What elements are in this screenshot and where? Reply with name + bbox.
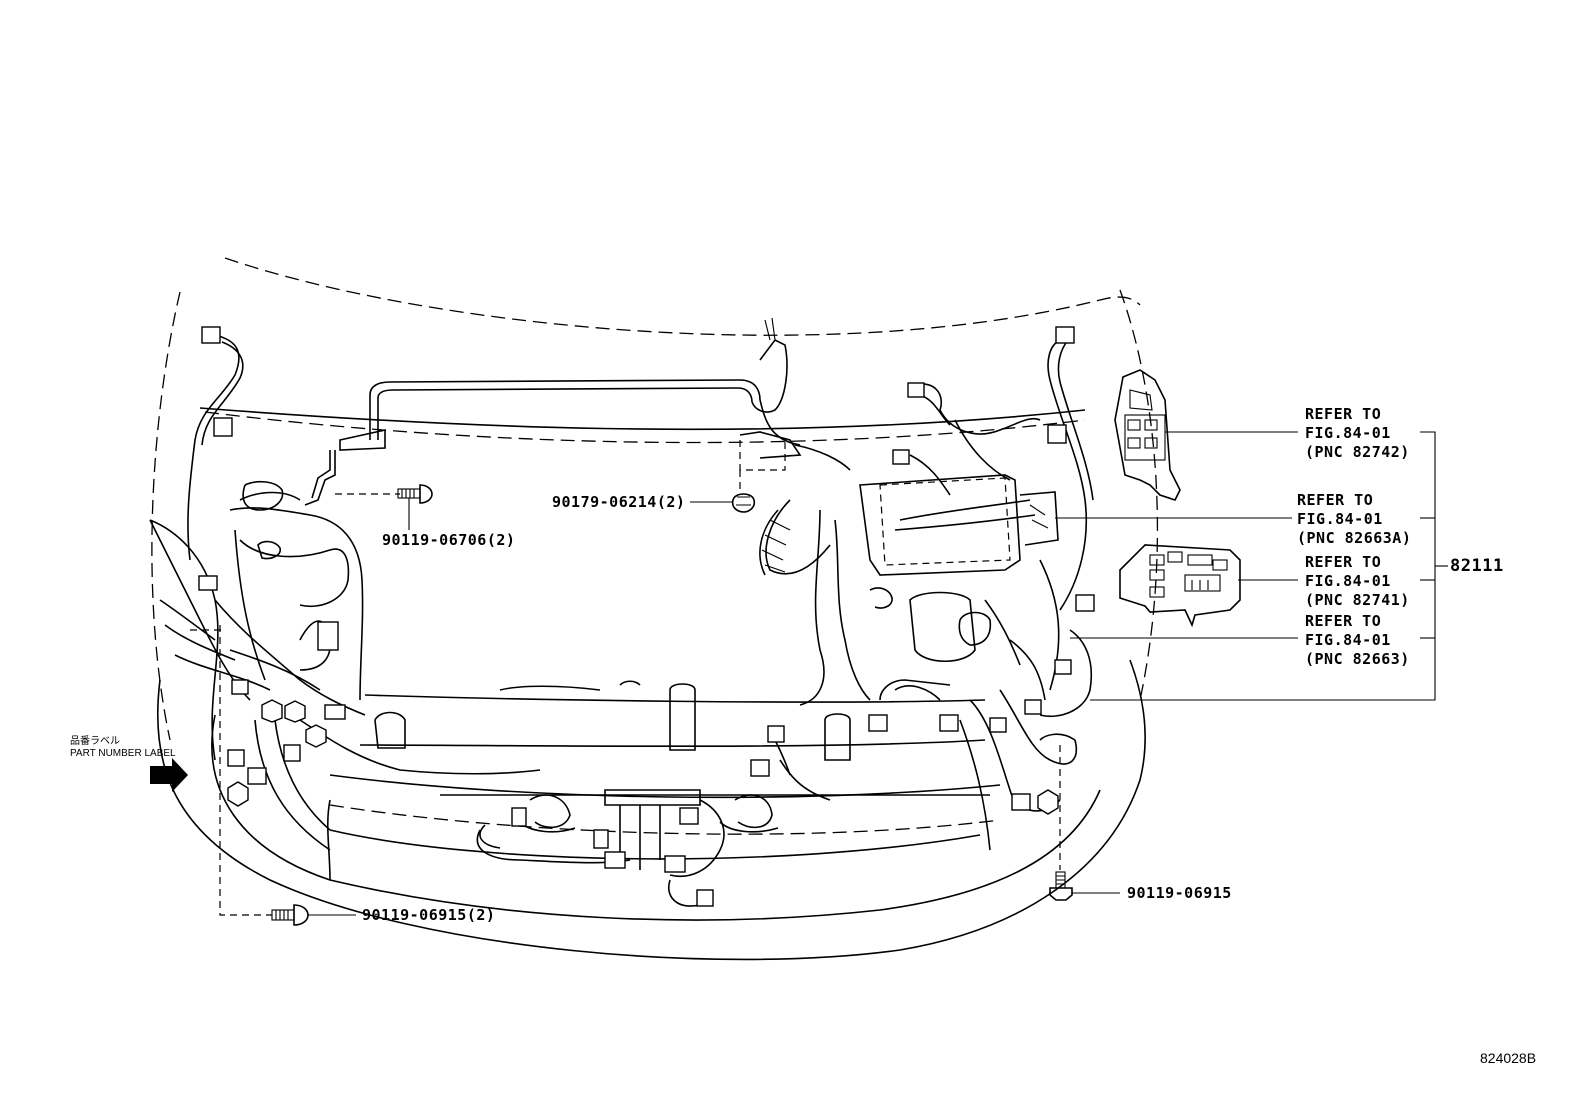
callout-2-line3: (PNC 82663A): [1297, 529, 1411, 547]
connector: [604, 851, 626, 869]
connector: [231, 679, 249, 695]
part-number-label-marker: 品番ラベル PART NUMBER LABEL: [70, 735, 188, 792]
callout-2-line1: REFER TO: [1297, 491, 1373, 509]
callout-1-line2: FIG.84-01: [1305, 424, 1391, 442]
connector: [227, 749, 245, 767]
main-part-number: 82111: [1450, 556, 1504, 576]
connector: [201, 326, 221, 344]
upper-harness: [304, 317, 851, 506]
callout-4-line1: REFER TO: [1305, 612, 1381, 630]
connector: [511, 807, 527, 827]
fuse-block: [1119, 544, 1241, 628]
connector: [1054, 659, 1072, 675]
callout-3-line1: REFER TO: [1305, 553, 1381, 571]
connector: [892, 449, 910, 465]
relay-block: [1114, 369, 1181, 501]
connector: [1024, 699, 1042, 715]
connector: [284, 700, 306, 723]
callout-1: REFER TO FIG.84-01 (PNC 82742): [1305, 405, 1410, 461]
fastener-label-4: 90119-06915: [1127, 884, 1232, 902]
connector: [213, 417, 233, 437]
connector: [696, 889, 714, 907]
connector: [261, 699, 283, 723]
fastener-bolt-lower-left: 90119-06915(2): [190, 625, 495, 926]
connector: [989, 717, 1007, 733]
connector: [593, 829, 609, 849]
callout-4: REFER TO FIG.84-01 (PNC 82663): [1305, 612, 1410, 668]
connector: [227, 781, 249, 807]
connector: [305, 724, 327, 748]
callout-3-line2: FIG.84-01: [1305, 572, 1391, 590]
right-harness: [879, 339, 1094, 851]
connectors: [198, 326, 1095, 907]
connector: [247, 767, 267, 785]
connector: [317, 621, 339, 651]
radiator-hoses: [374, 680, 851, 761]
cross-members: [199, 407, 1086, 860]
callout-3: REFER TO FIG.84-01 (PNC 82741): [1305, 553, 1410, 609]
connector: [750, 759, 770, 777]
connector: [664, 855, 686, 873]
connector: [907, 382, 925, 398]
connector: [324, 704, 346, 720]
connector: [1075, 594, 1095, 612]
part-label-english: PART NUMBER LABEL: [70, 748, 176, 759]
callout-1-line3: (PNC 82742): [1305, 443, 1410, 461]
fastener-label-3: 90119-06915(2): [362, 906, 495, 924]
connector: [939, 714, 959, 732]
connector: [868, 714, 888, 732]
left-harness: [149, 334, 366, 851]
callout-2-line2: FIG.84-01: [1297, 510, 1383, 528]
connector: [1037, 789, 1059, 815]
fastener-bolt-lower-right: 90119-06915: [1049, 745, 1232, 902]
body-outline: [149, 519, 1146, 961]
connector: [1047, 424, 1067, 444]
connector: [198, 575, 218, 591]
callout-2: REFER TO FIG.84-01 (PNC 82663A): [1297, 491, 1411, 547]
connector: [767, 725, 785, 743]
callout-leaders: [1055, 431, 1448, 701]
arrow-right-icon: [150, 758, 188, 792]
callout-1-line1: REFER TO: [1305, 405, 1381, 423]
fastener-label-2: 90119-06706(2): [382, 531, 515, 549]
connector: [1055, 326, 1075, 344]
connector: [679, 807, 699, 825]
fastener-clip: 90179-06214(2): [552, 493, 756, 513]
callout-3-line3: (PNC 82741): [1305, 591, 1410, 609]
fastener-bolt-top: 90119-06706(2): [335, 484, 515, 549]
connector: [1011, 793, 1031, 811]
engine-center: [759, 474, 1060, 706]
fastener-label-1: 90179-06214(2): [552, 493, 685, 511]
connector: [283, 744, 301, 762]
callout-4-line2: FIG.84-01: [1305, 631, 1391, 649]
part-label-japanese: 品番ラベル: [70, 735, 120, 747]
callout-4-line3: (PNC 82663): [1305, 650, 1410, 668]
figure-code: 824028B: [1480, 1050, 1536, 1066]
